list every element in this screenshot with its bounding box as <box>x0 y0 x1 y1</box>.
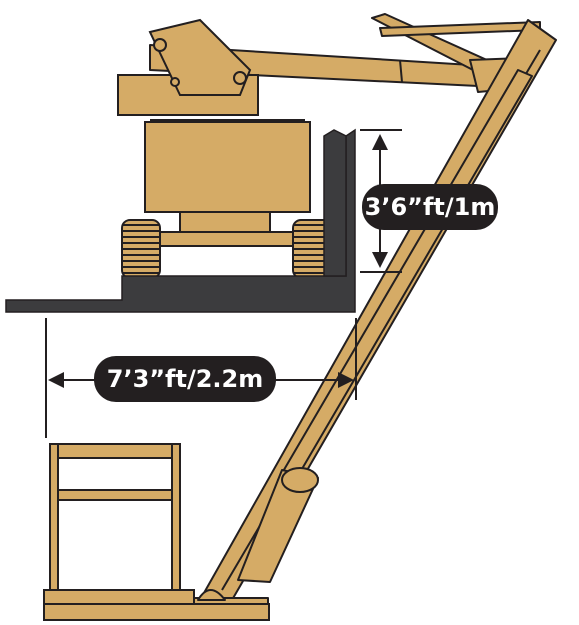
height-dimension-label: 3’6”ft/1m <box>362 184 498 230</box>
left-track <box>121 219 161 279</box>
width-dimension-label: 7’3”ft/2.2m <box>94 356 276 402</box>
turret-assembly <box>117 18 259 116</box>
engine-body <box>144 121 311 213</box>
work-platform <box>43 443 270 621</box>
ramp-base <box>5 128 356 313</box>
